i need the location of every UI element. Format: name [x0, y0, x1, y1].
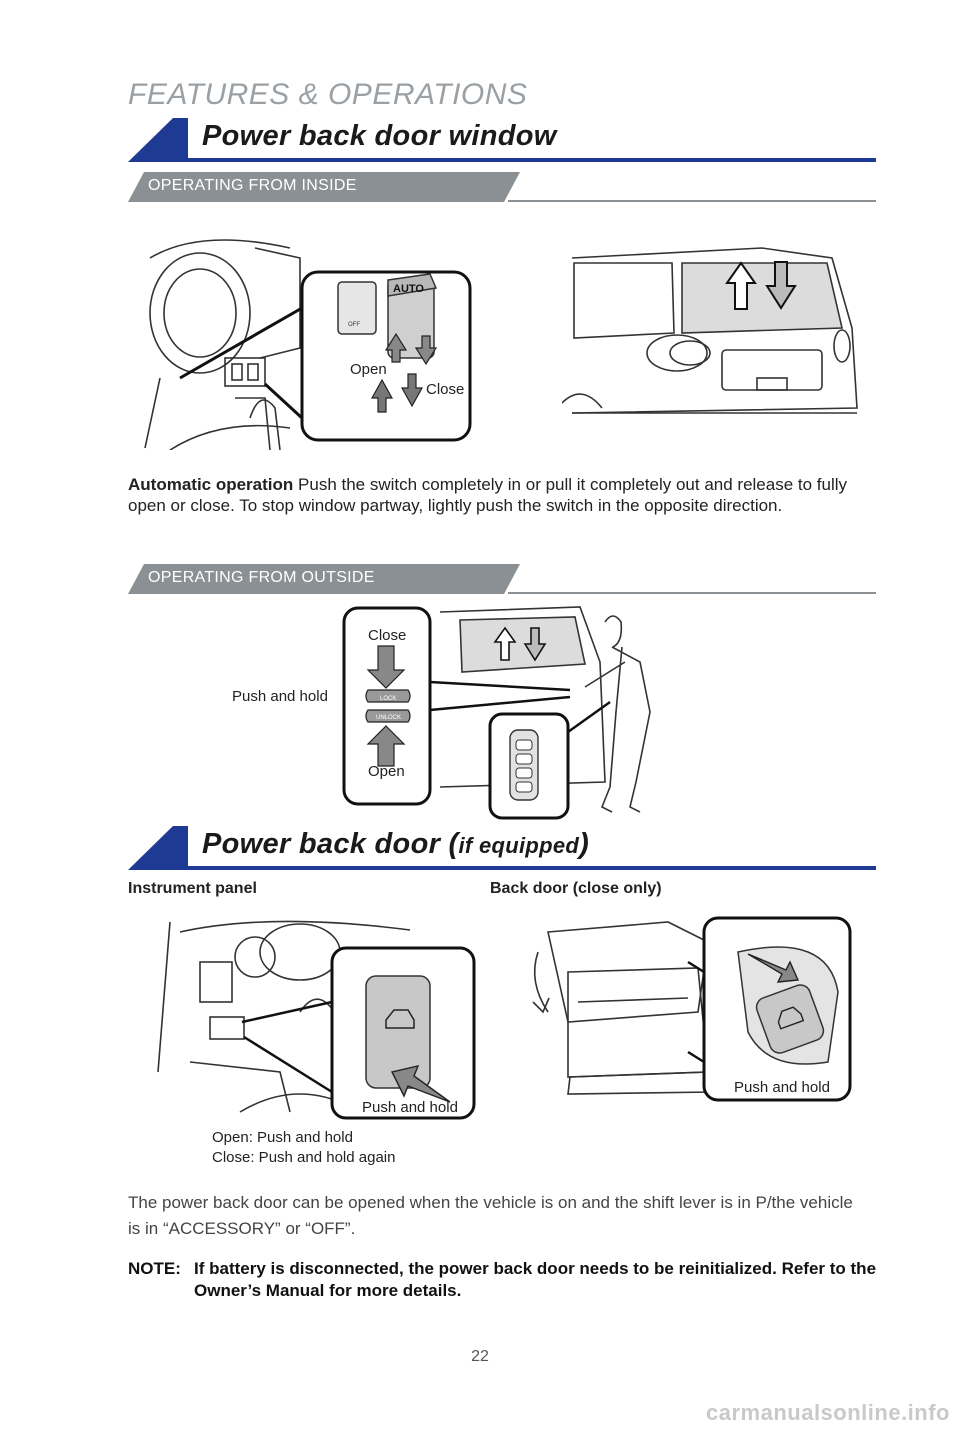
inside-subhead-label: OPERATING FROM INSIDE [148, 177, 357, 194]
dashboard-switch-illustration: AUTO OFF Open Close [144, 239, 472, 450]
watermark: carmanualsonline.info [706, 1400, 950, 1425]
note: NOTE: If battery is disconnected, the po… [128, 1258, 888, 1302]
open-instruction: Open: Push and hold [212, 1129, 353, 1146]
outside-push-hold: Push and hold [232, 688, 328, 705]
key-fob-illustration: Close LOCK UNLOCK Open [342, 606, 651, 820]
window-heading-title: Power back door window [202, 120, 557, 152]
door-heading-qualifier: if equipped [458, 833, 580, 858]
outside-subhead: OPERATING FROM OUTSIDE [128, 564, 876, 594]
inside-subhead: OPERATING FROM INSIDE [128, 172, 876, 202]
door-heading: Power back door (if equipped) [128, 826, 876, 878]
note-text: If battery is disconnected, the power ba… [194, 1259, 877, 1300]
outside-open-label: Open [368, 763, 405, 780]
lock-label: LOCK [380, 696, 396, 702]
instrument-panel-caption: Instrument panel [128, 880, 257, 897]
door-body-text: The power back door can be opened when t… [128, 1193, 853, 1238]
window-heading: Power back door window [128, 118, 876, 170]
auto-operation-text: Automatic operation Push the switch comp… [128, 474, 858, 516]
heading-accent [128, 826, 188, 870]
auto-label: AUTO [393, 283, 424, 295]
auto-operation-body: Push the switch completely in or pull it… [128, 475, 848, 515]
section-title: FEATURES & OPERATIONS [128, 78, 528, 111]
heading-rule [184, 866, 876, 870]
instrument-panel-illustration: Push and hold [157, 920, 476, 1120]
auto-operation-title: Automatic operation [128, 475, 294, 494]
unlock-label: UNLOCK [376, 715, 401, 721]
note-label: NOTE: [128, 1259, 181, 1278]
back-door-illustration: Push and hold [532, 916, 852, 1102]
inside-open-label: Open [350, 361, 387, 378]
open-close-instructions: Open: Push and hold Close: Push and hold… [212, 1128, 395, 1168]
close-instruction: Close: Push and hold again [212, 1149, 396, 1166]
door-heading-title: Power back door (if equipped) [202, 828, 590, 860]
rear-window-illustration [562, 247, 858, 414]
outside-close-label: Close [368, 627, 406, 644]
push-hold-left: Push and hold [362, 1099, 458, 1116]
back-door-caption: Back door (close only) [490, 880, 662, 897]
page-number: 22 [471, 1348, 489, 1365]
push-hold-right: Push and hold [734, 1079, 830, 1096]
heading-rule [184, 158, 876, 162]
off-label: OFF [348, 322, 360, 328]
outside-subhead-label: OPERATING FROM OUTSIDE [148, 569, 375, 586]
heading-accent [128, 118, 188, 162]
inside-close-label: Close [426, 381, 464, 398]
